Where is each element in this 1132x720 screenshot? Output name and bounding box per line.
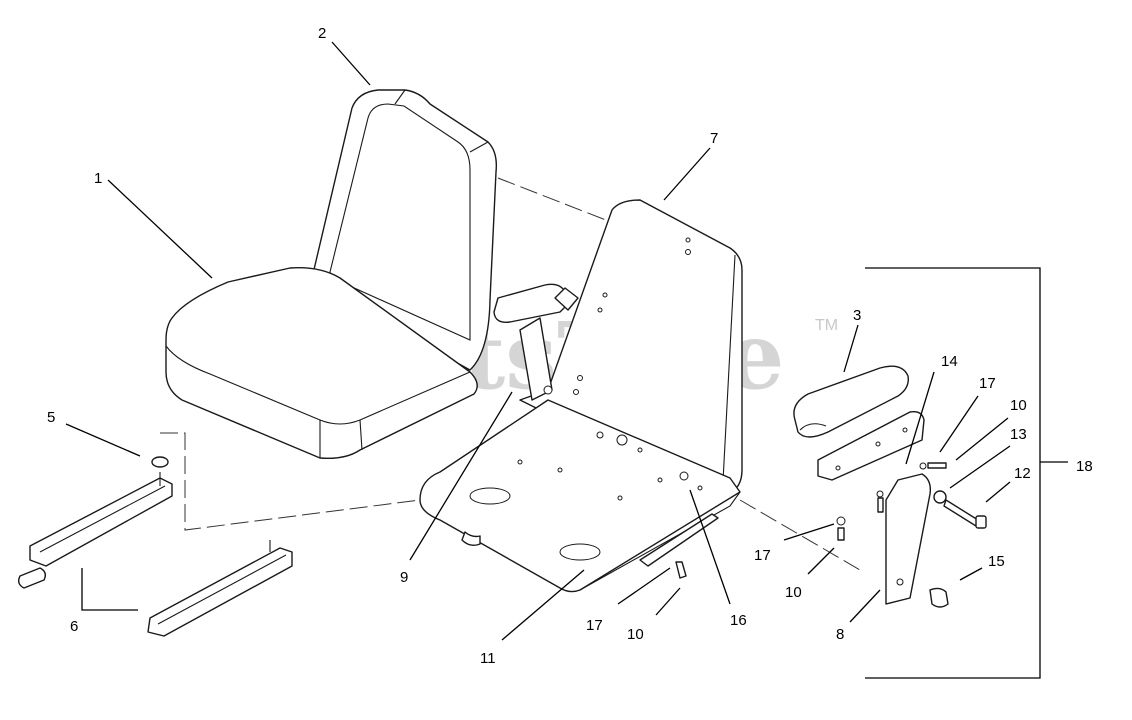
armrest-bracket: [817, 410, 925, 481]
callout-12: 12: [1014, 465, 1031, 482]
seat-cushion: [165, 267, 478, 460]
leader-5: [65, 423, 141, 457]
leader-8: [849, 589, 881, 623]
nut-17: [919, 462, 927, 470]
callout-17b: 17: [754, 547, 771, 564]
callout-3: 3: [853, 307, 861, 324]
leader-17c: [617, 567, 671, 605]
slot-rear: [559, 543, 601, 561]
leader-9: [409, 391, 513, 561]
frame-hole: [697, 485, 703, 491]
callout-10b: 10: [785, 584, 802, 601]
callout-13: 13: [1010, 426, 1027, 443]
leader-1: [107, 179, 213, 279]
frame-hole: [577, 375, 583, 381]
bolt-10: [675, 561, 687, 579]
frame-hole: [517, 459, 523, 465]
leader-17a: [939, 395, 979, 453]
knob-5: [151, 456, 169, 468]
leader-16: [689, 489, 731, 605]
frame-hole: [616, 434, 628, 446]
callout-11: 11: [480, 650, 496, 667]
group-bracket-18: [865, 267, 1041, 679]
frame-hole: [602, 292, 608, 298]
washer-13: [933, 490, 947, 504]
leader-2: [331, 41, 371, 86]
seat-slide-rails: [17, 472, 293, 637]
leader-15: [959, 567, 983, 581]
leader-10a: [955, 417, 1009, 461]
leader-lines: [65, 41, 1011, 641]
bolt-10: [927, 462, 947, 469]
bolt-12-head: [975, 515, 987, 529]
callout-8: 8: [836, 626, 844, 643]
watermark-tm: TM: [815, 317, 838, 334]
callout-18: 18: [1076, 458, 1093, 475]
callout-14: 14: [941, 353, 958, 370]
leader-11: [501, 569, 585, 641]
leader-17b: [783, 523, 835, 541]
callout-10a: 10: [1010, 397, 1027, 414]
screw: [877, 497, 884, 513]
frame-hole: [557, 467, 563, 473]
callout-15: 15: [988, 553, 1005, 570]
callout-9: 9: [400, 569, 408, 586]
armrest-bolt: [543, 385, 553, 395]
left-armrest: [493, 283, 579, 401]
frame-hole: [657, 477, 663, 483]
leader-14: [905, 371, 935, 465]
callout-1: 1: [94, 170, 102, 187]
frame-rail: [639, 513, 719, 567]
hardware: [675, 462, 987, 608]
callout-17a: 17: [979, 375, 996, 392]
frame-hole: [596, 431, 604, 439]
side-bracket: [885, 473, 932, 605]
bracket-hole: [902, 427, 908, 433]
callout-5: 5: [47, 409, 55, 426]
callout-7: 7: [710, 130, 718, 147]
washer-17: [836, 516, 846, 526]
frame-hole: [597, 307, 603, 313]
bracket-hole: [835, 465, 841, 471]
callout-17c: 17: [586, 617, 603, 634]
frame-hole: [637, 447, 643, 453]
frame-hole: [617, 495, 623, 501]
right-armrest-pad: [793, 365, 909, 438]
callout-6: 6: [70, 618, 78, 635]
leader-3: [843, 324, 859, 373]
frame-hole: [685, 249, 691, 255]
leader-7: [663, 147, 711, 201]
screw: [876, 490, 884, 498]
leader-6: [81, 568, 138, 611]
frame-hole: [679, 471, 689, 481]
seat-frame: [419, 199, 743, 593]
bracket-hole: [875, 441, 881, 447]
slot-front: [469, 487, 511, 505]
leader-10b: [807, 547, 835, 575]
leader-12: [985, 481, 1011, 503]
bracket-hole: [896, 578, 904, 586]
frame-hole: [685, 237, 691, 243]
callout-2: 2: [318, 25, 326, 42]
alignment-line-slide: [160, 432, 421, 531]
callout-10c: 10: [627, 626, 644, 643]
callouts: 1 2 3 5 6 7 8 9 10 10 10 11 12 13 14 15 …: [47, 25, 1093, 667]
frame-hole: [573, 389, 579, 395]
leader-13: [949, 445, 1011, 489]
leader-10c: [655, 587, 681, 616]
bolt-15: [929, 587, 949, 608]
bolt-10: [837, 527, 845, 541]
callout-16: 16: [730, 612, 747, 629]
